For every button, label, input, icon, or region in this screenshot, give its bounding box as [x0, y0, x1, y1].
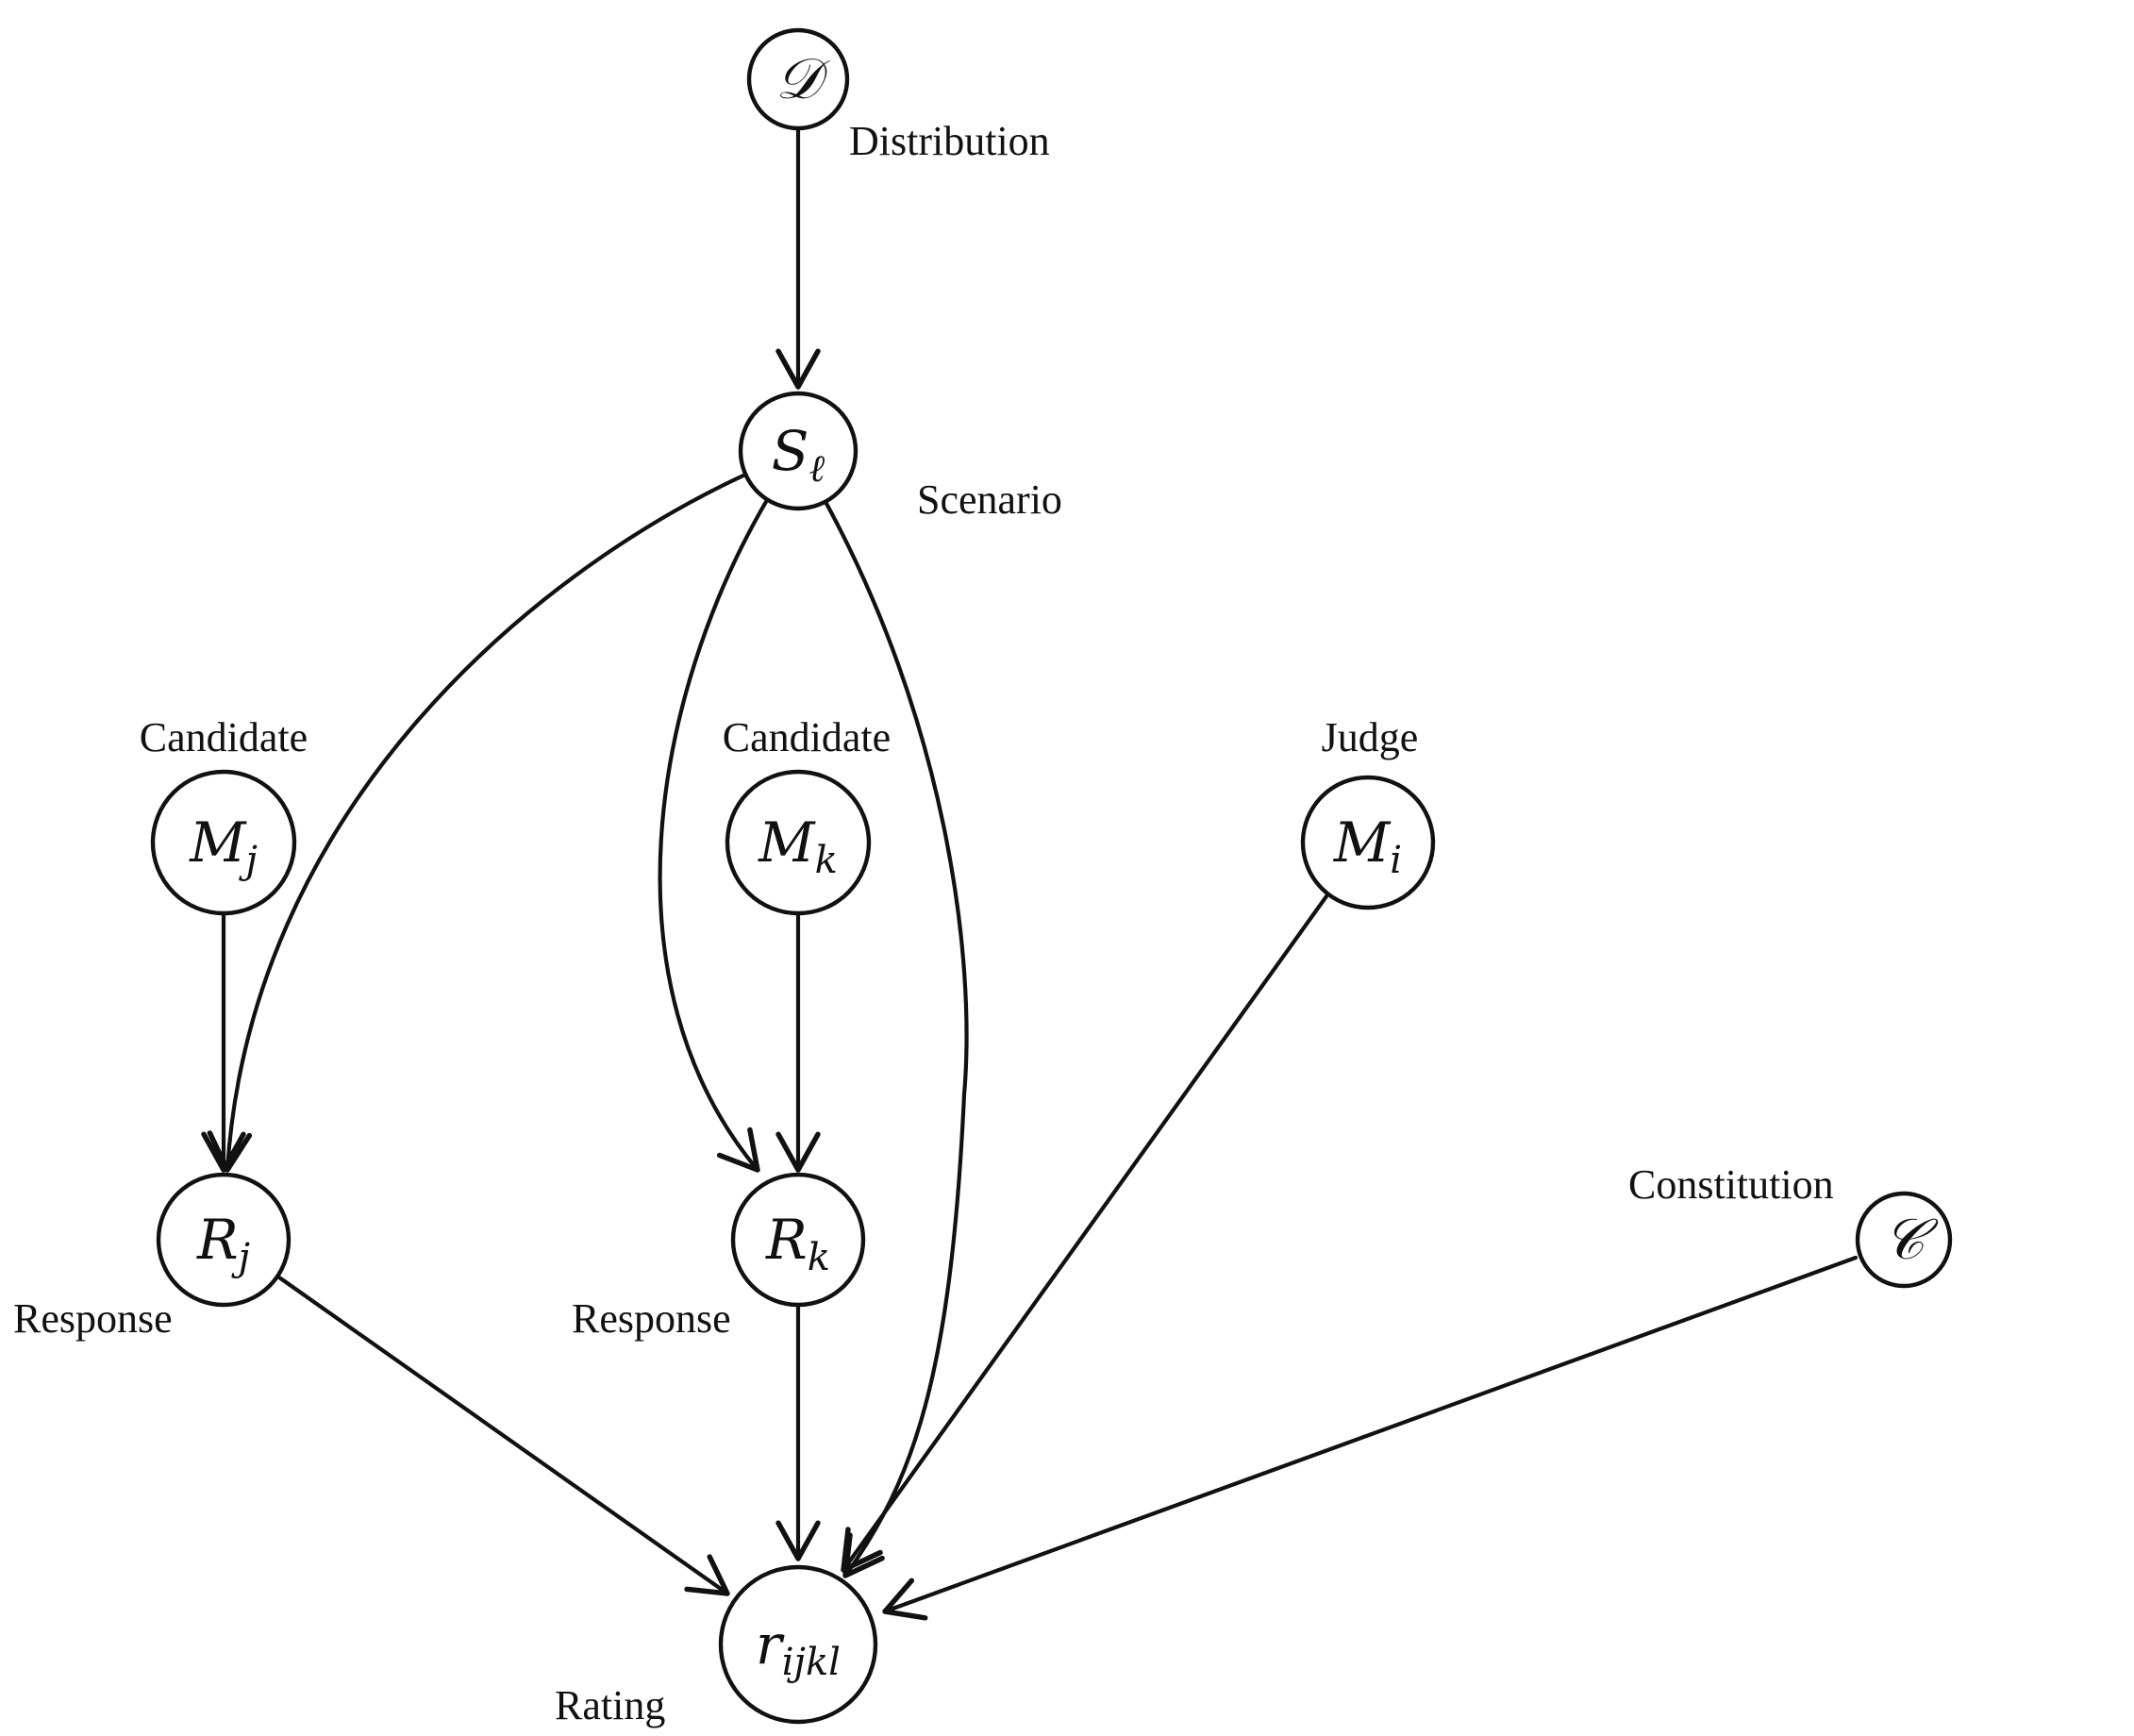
judge-symbol: Mi: [1333, 810, 1402, 882]
edge-constitution-to-rating: [882, 1255, 1859, 1621]
judge-circle: [1300, 775, 1436, 910]
candidate-k-label: Candidate: [723, 714, 891, 760]
response-k-symbol: Rk: [765, 1208, 830, 1279]
judge-label: Judge: [1322, 714, 1419, 760]
response-k-subscript: k: [808, 1236, 830, 1279]
response-k-label: Response: [572, 1295, 731, 1342]
scenario-label: Scenario: [917, 476, 1062, 523]
judge-subscript: i: [1390, 839, 1402, 882]
response-j-label: Response: [13, 1295, 173, 1342]
distribution-label: Distribution: [849, 118, 1050, 164]
candidate-j-circle: [150, 769, 297, 916]
node-rating: rijkl Rating: [555, 1564, 878, 1728]
rating-symbol: rijkl: [756, 1612, 841, 1684]
node-scenario: Sℓ Scenario: [738, 391, 1062, 523]
scenario-circle: [738, 391, 859, 511]
judge-main: M: [1333, 810, 1392, 875]
candidate-k-symbol: Mk: [758, 810, 838, 882]
node-judge: Mi Judge: [1300, 714, 1436, 910]
node-candidate-k: Mk Candidate: [723, 714, 891, 916]
node-candidate-j: Mj Candidate: [140, 714, 308, 916]
edge-scenario-to-rating: [822, 497, 969, 1578]
node-response-j: Rj Response: [13, 1172, 292, 1342]
edge-scenario-to-response-k: [658, 497, 770, 1173]
node-response-k: Rk Response: [572, 1172, 866, 1342]
edge-response-j-to-rating: [276, 1275, 730, 1596]
response-k-circle: [730, 1172, 866, 1308]
candidate-k-circle: [725, 769, 872, 916]
scenario-symbol: Sℓ: [772, 419, 825, 491]
scenario-main: S: [772, 419, 809, 483]
candidate-j-main: M: [189, 810, 247, 875]
response-j-symbol: Rj: [196, 1208, 250, 1279]
candidate-k-main: M: [758, 810, 816, 875]
candidate-j-symbol: Mj: [189, 810, 258, 882]
rating-circle: [718, 1564, 878, 1725]
candidate-k-subscript: k: [815, 839, 838, 882]
edge-judge-to-rating: [841, 893, 1329, 1573]
node-constitution: 𝒞 Constitution: [1628, 1161, 1953, 1289]
response-k-main: R: [765, 1208, 808, 1272]
constitution-circle: [1855, 1191, 1953, 1289]
candidate-j-label: Candidate: [140, 714, 308, 760]
distribution-circle: [746, 27, 850, 131]
constitution-label: Constitution: [1628, 1161, 1834, 1208]
node-distribution: 𝒟 Distribution: [746, 27, 1050, 164]
rating-main: r: [756, 1612, 785, 1677]
rating-label: Rating: [555, 1682, 665, 1728]
response-j-main: R: [196, 1208, 239, 1272]
scenario-subscript: ℓ: [809, 447, 825, 491]
edge-scenario-to-response-j: [207, 473, 746, 1173]
rating-subscript: ijkl: [782, 1641, 841, 1684]
response-j-circle: [156, 1172, 292, 1308]
